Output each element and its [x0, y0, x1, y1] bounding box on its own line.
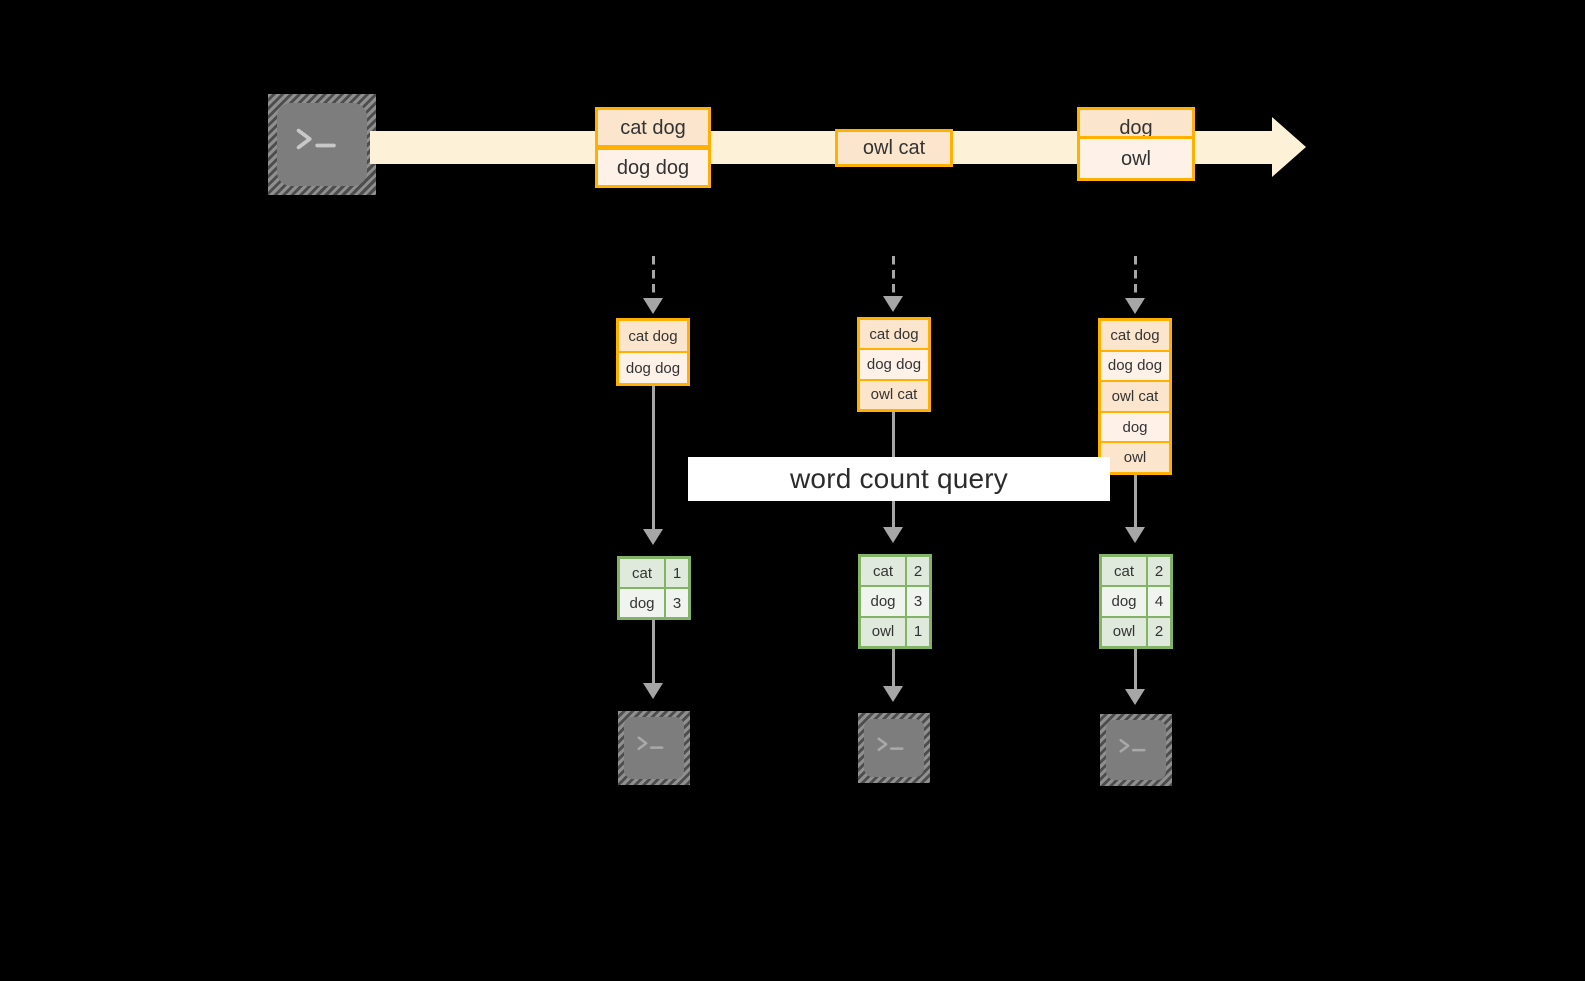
result-word: cat: [620, 559, 666, 587]
result-table: cat 2 dog 3 owl 1: [858, 554, 932, 649]
stream-arrow-head: [1272, 117, 1306, 177]
result-count: 1: [666, 559, 688, 587]
result-row: dog 3: [861, 587, 929, 618]
query-connector: [1134, 475, 1137, 532]
query-connector-arrowhead: [1125, 527, 1145, 543]
batch-trigger-connector: [892, 256, 895, 298]
result-word: owl: [861, 617, 907, 646]
stream-record: cat dog: [595, 107, 711, 148]
batch-input-row: owl cat: [860, 380, 928, 409]
terminal-prompt-glyph: [296, 128, 336, 149]
batch-trigger-arrowhead: [643, 298, 663, 314]
terminal-icon: [618, 711, 690, 785]
stream-record: dog dog: [595, 147, 711, 188]
terminal-screen: [864, 719, 924, 777]
result-table: cat 1 dog 3: [617, 556, 691, 620]
terminal-icon: [858, 713, 930, 783]
batch-input-table: cat dog dog dog owl cat dog owl: [1098, 318, 1172, 475]
batch-input-row: dog dog: [860, 350, 928, 381]
batch-trigger-arrowhead: [1125, 298, 1145, 314]
result-row: cat 2: [1102, 557, 1170, 588]
query-connector-arrowhead: [643, 529, 663, 545]
sink-connector-arrowhead: [643, 683, 663, 699]
batch-input-row: owl: [1101, 443, 1169, 472]
terminal-prompt-glyph: [637, 736, 664, 751]
result-row: dog 3: [620, 589, 688, 617]
batch-input-table: cat dog dog dog: [616, 318, 690, 386]
terminal-screen: [624, 717, 684, 779]
stream-record: owl cat: [835, 129, 953, 167]
batch-input-row: dog: [1101, 412, 1169, 444]
query-connector-arrowhead: [883, 527, 903, 543]
batch-trigger-connector: [652, 256, 655, 300]
terminal-prompt-glyph: [877, 737, 904, 751]
batch-trigger-connector: [1134, 256, 1137, 300]
result-word: dog: [861, 587, 907, 616]
terminal-icon: [1100, 714, 1172, 786]
result-count: 3: [666, 589, 688, 617]
terminal-prompt-glyph: [1119, 738, 1146, 753]
result-word: dog: [1102, 587, 1148, 616]
result-word: owl: [1102, 617, 1148, 646]
result-count: 4: [1148, 587, 1170, 616]
result-row: cat 2: [861, 557, 929, 588]
result-row: cat 1: [620, 559, 688, 589]
batch-input-row: dog dog: [1101, 351, 1169, 383]
result-table: cat 2 dog 4 owl 2: [1099, 554, 1173, 649]
sink-connector-arrowhead: [1125, 689, 1145, 705]
result-row: owl 1: [861, 617, 929, 646]
stream-record: owl: [1077, 136, 1195, 181]
batch-trigger-arrowhead: [883, 296, 903, 312]
result-word: dog: [620, 589, 666, 617]
result-count: 2: [907, 557, 929, 586]
sink-connector: [1134, 649, 1137, 694]
batch-input-row: owl cat: [1101, 382, 1169, 413]
result-count: 2: [1148, 617, 1170, 646]
query-connector: [652, 386, 655, 534]
result-word: cat: [861, 557, 907, 586]
result-row: owl 2: [1102, 617, 1170, 646]
terminal-screen: [277, 103, 367, 186]
result-count: 1: [907, 617, 929, 646]
sink-connector-arrowhead: [883, 686, 903, 702]
result-row: dog 4: [1102, 587, 1170, 618]
terminal-screen: [1106, 720, 1166, 780]
batch-input-row: dog dog: [619, 353, 687, 383]
terminal-icon: [268, 94, 376, 195]
result-count: 2: [1148, 557, 1170, 586]
result-word: cat: [1102, 557, 1148, 586]
result-count: 3: [907, 587, 929, 616]
batch-input-row: cat dog: [860, 320, 928, 351]
sink-connector: [652, 620, 655, 688]
query-label: word count query: [688, 457, 1110, 501]
batch-input-table: cat dog dog dog owl cat: [857, 317, 931, 412]
batch-input-row: cat dog: [1101, 321, 1169, 352]
batch-input-row: cat dog: [619, 321, 687, 353]
sink-connector: [892, 649, 895, 691]
